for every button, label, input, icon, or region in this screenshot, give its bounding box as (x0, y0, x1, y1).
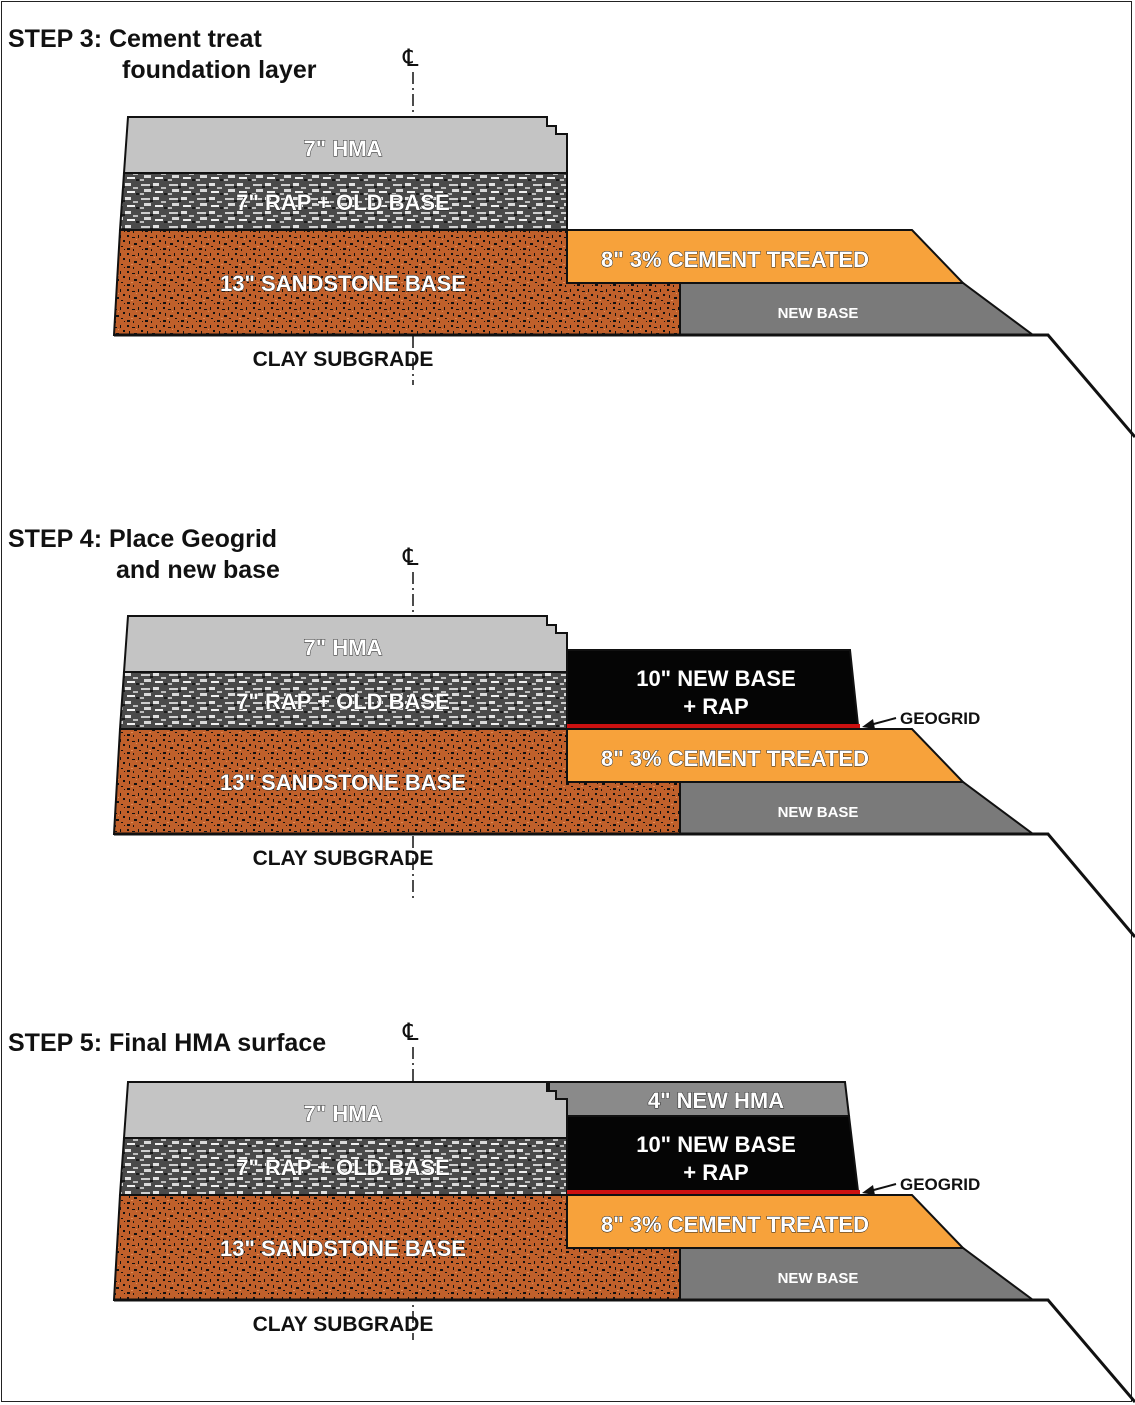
step-4-title-line2: and new base (116, 556, 280, 584)
step-5-title-line1: STEP 5: Final HMA surface (8, 1029, 326, 1057)
step-5-geogrid-arrowhead (862, 1185, 875, 1195)
step-5-geogrid-arrow-line (869, 1183, 897, 1192)
step-4-hma-label: 7" HMA (304, 635, 383, 660)
step-4-subgrade-label: CLAY SUBGRADE (253, 847, 434, 870)
step-3-title-line1: STEP 3: Cement treat (8, 25, 262, 53)
step-4-geogrid-arrowhead (862, 719, 875, 729)
step-5-ground-line (114, 1298, 1135, 1403)
step-3-hma-label: 7" HMA (304, 136, 383, 161)
step-4-new-base-rap-label-line1: 10" NEW BASE (636, 666, 796, 691)
step-5-new-base-rap-label-line2: + RAP (683, 1160, 748, 1185)
step-5-sandstone-label: 13" SANDSTONE BASE (220, 1236, 466, 1261)
step-4-geogrid-label: GEOGRID (900, 709, 980, 728)
step-5-geogrid-label: GEOGRID (900, 1175, 980, 1194)
step-3-centerline-symbol: ℄ (402, 44, 419, 72)
step-5-new-base-rap-label-line1: 10" NEW BASE (636, 1132, 796, 1157)
step-3-sandstone-label: 13" SANDSTONE BASE (220, 271, 466, 296)
step-3-cement-label: 8" 3% CEMENT TREATED (601, 247, 869, 272)
step-3-ground-line (114, 333, 1135, 438)
step-3-title-line2: foundation layer (122, 56, 317, 84)
step-4-geogrid-arrow-line (869, 717, 897, 726)
step-4-section: STEP 4: Place Geogrid and new base ℄ 7" … (8, 525, 1135, 938)
step-3-subgrade-label: CLAY SUBGRADE (253, 348, 434, 371)
step-5-section: STEP 5: Final HMA surface ℄ 7" HMA 4" NE… (8, 1018, 1135, 1403)
step-3-new-base-label: NEW BASE (778, 305, 859, 322)
step-5-new-hma-label: 4" NEW HMA (648, 1088, 784, 1113)
step-4-ground-line (114, 832, 1135, 938)
step-4-centerline-symbol: ℄ (402, 543, 419, 571)
step-5-cement-label: 8" 3% CEMENT TREATED (601, 1212, 869, 1237)
step-5-subgrade-label: CLAY SUBGRADE (253, 1313, 434, 1336)
step-5-rap-label: 7" RAP + OLD BASE (236, 1155, 450, 1180)
step-3-rap-label: 7" RAP + OLD BASE (236, 190, 450, 215)
step-4-new-base-rap-label-line2: + RAP (683, 694, 748, 719)
step-4-title-line1: STEP 4: Place Geogrid (8, 525, 277, 553)
step-4-cement-label: 8" 3% CEMENT TREATED (601, 746, 869, 771)
step-5-new-base-label: NEW BASE (778, 1270, 859, 1287)
step-4-sandstone-label: 13" SANDSTONE BASE (220, 770, 466, 795)
step-5-centerline-symbol: ℄ (402, 1018, 419, 1046)
step-4-rap-label: 7" RAP + OLD BASE (236, 689, 450, 714)
step-5-hma-label: 7" HMA (304, 1101, 383, 1126)
step-4-new-base-label: NEW BASE (778, 804, 859, 821)
step-5-new-hma-layer (548, 1081, 851, 1117)
step-3-section: STEP 3: Cement treat foundation layer ℄ … (8, 25, 1135, 438)
